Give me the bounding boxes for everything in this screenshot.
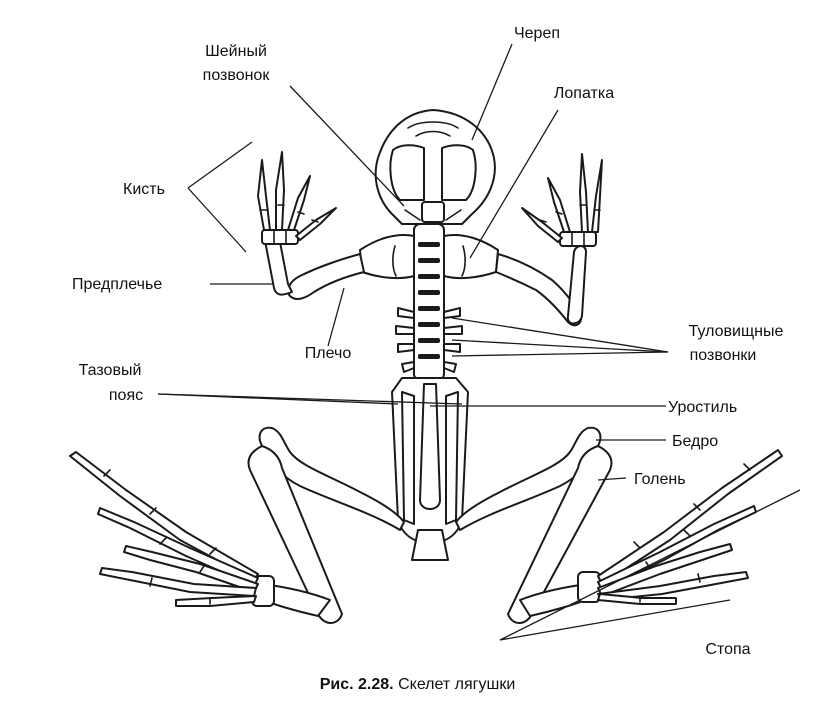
label-forearm: Предплечье bbox=[72, 276, 162, 293]
label-scapula: Лопатка bbox=[554, 85, 614, 102]
figure-caption: Рис. 2.28. Скелет лягушки bbox=[0, 676, 835, 694]
label-thigh: Бедро bbox=[672, 433, 718, 450]
leader-foot-1 bbox=[499, 489, 801, 641]
leader-skull bbox=[471, 43, 513, 141]
leader-scapula bbox=[469, 109, 559, 259]
leader-shoulder bbox=[327, 287, 345, 347]
caption-figure-number: Рис. 2.28. bbox=[319, 676, 394, 693]
right-hindlimb bbox=[455, 426, 783, 624]
label-trunk-vertebrae-line1: Туловищные bbox=[689, 323, 784, 340]
leader-neck-vertebra bbox=[289, 85, 405, 207]
vertebral-column bbox=[395, 223, 463, 381]
label-foot: Стопа bbox=[705, 641, 750, 658]
label-hand: Кисть bbox=[123, 181, 165, 198]
label-urostyle: Уростиль bbox=[668, 399, 737, 416]
label-neck-vertebra-line2: позвонок bbox=[203, 67, 271, 84]
label-neck-vertebra-line1: Шейный bbox=[205, 43, 267, 60]
right-forelimb bbox=[495, 153, 603, 327]
leader-foot-2 bbox=[499, 599, 731, 641]
leader-pelvic-2 bbox=[157, 393, 463, 405]
label-skull: Череп bbox=[514, 25, 560, 42]
leader-shin bbox=[597, 477, 627, 481]
leader-hand-lower bbox=[187, 187, 247, 253]
leader-lines bbox=[157, 43, 801, 641]
left-hindlimb bbox=[69, 426, 405, 624]
labels: Шейный позвонок Череп Лопатка Кисть Пред… bbox=[72, 25, 783, 658]
label-pelvic-girdle-line1: Тазовый bbox=[79, 362, 142, 379]
caption-title: Скелет лягушки bbox=[398, 676, 516, 693]
label-pelvic-girdle-line2: пояс bbox=[109, 387, 143, 404]
pelvic-girdle bbox=[391, 377, 469, 561]
leader-trunk-3 bbox=[451, 351, 669, 357]
skull bbox=[374, 109, 496, 225]
label-shin: Голень bbox=[634, 471, 686, 488]
label-trunk-vertebrae-line2: позвонки bbox=[690, 347, 757, 364]
leader-hand-upper bbox=[187, 141, 253, 189]
leader-trunk-1 bbox=[451, 317, 669, 353]
label-shoulder: Плечо bbox=[305, 345, 352, 362]
left-forelimb bbox=[257, 151, 365, 300]
leader-trunk-2 bbox=[451, 339, 669, 353]
